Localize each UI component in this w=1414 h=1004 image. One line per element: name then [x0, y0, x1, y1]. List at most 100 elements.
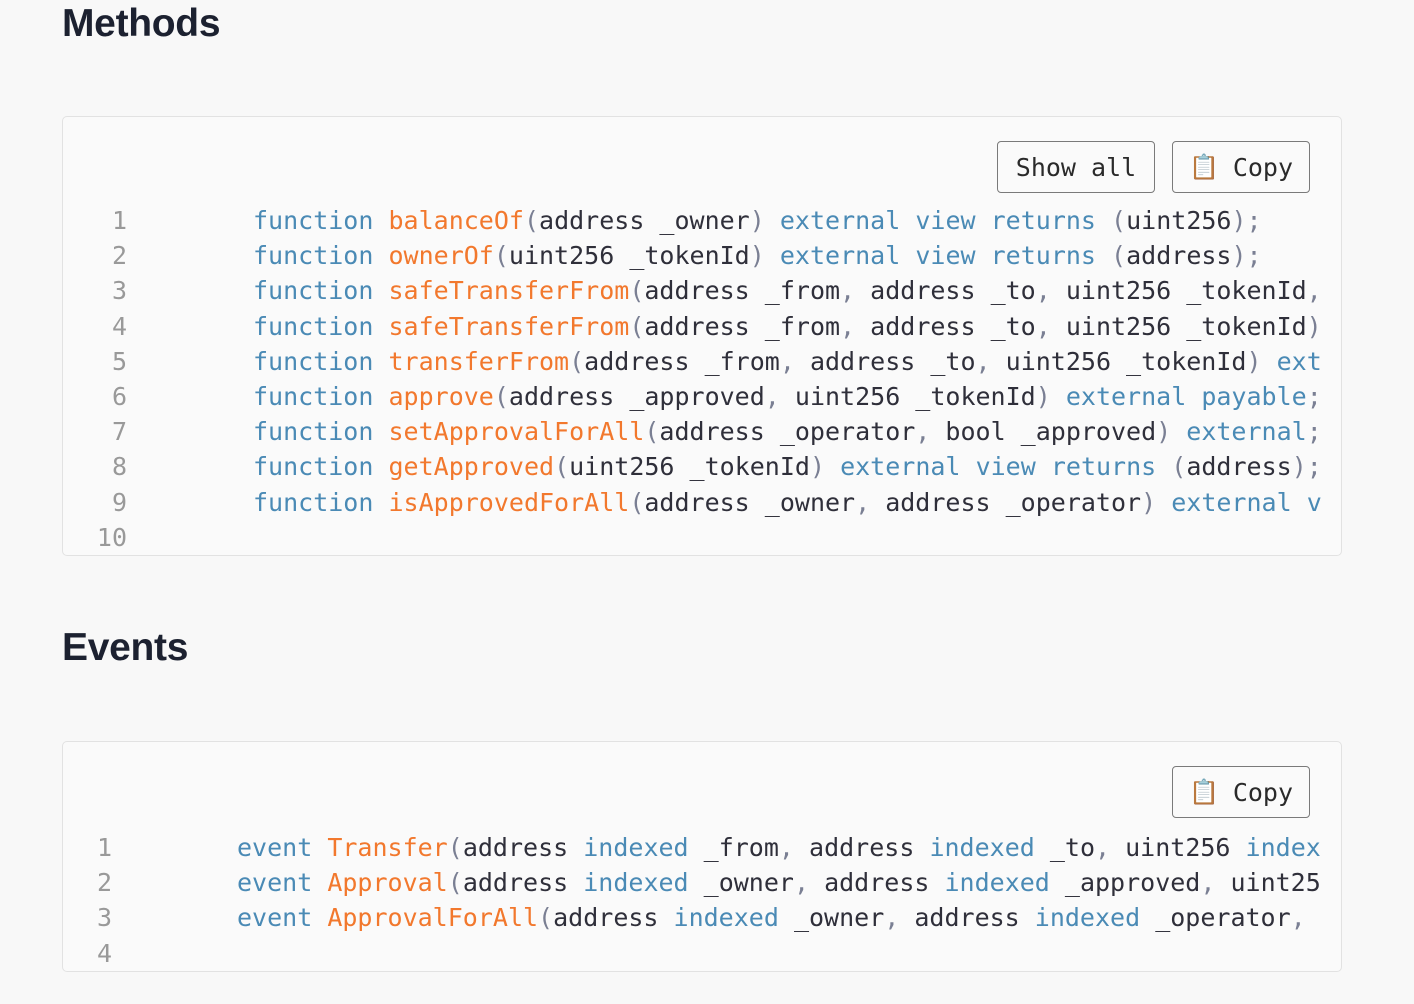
code-token [373, 241, 388, 270]
code-token [765, 206, 780, 235]
keyword-token: indexed [673, 903, 779, 933]
punctuation-token: ( [493, 241, 509, 271]
code-token: address _to [855, 276, 1036, 306]
punctuation-token: ); [1231, 206, 1262, 235]
keyword-token: function [253, 241, 374, 271]
punctuation-token: , [840, 311, 856, 341]
function-name-token: approve [388, 381, 494, 411]
punctuation-token: , [855, 487, 871, 517]
code-token [373, 382, 388, 411]
code-token: uint256 _tokenId [779, 381, 1036, 411]
copy-events-button[interactable]: 📋 Copy [1172, 766, 1310, 818]
punctuation-token: ( [1111, 241, 1127, 271]
punctuation-token: ( [629, 311, 645, 341]
code-token [961, 452, 976, 481]
keyword-token: event [237, 833, 313, 862]
code-token [1051, 382, 1066, 411]
code-token [373, 452, 388, 481]
function-name-token: ownerOf [388, 241, 494, 271]
code-text: function setApprovalForAll(address _oper… [253, 414, 1322, 449]
punctuation-token: ) [1035, 381, 1051, 411]
punctuation-token: ( [569, 346, 585, 376]
code-token: _to [1034, 833, 1096, 862]
keyword-token: function [253, 276, 374, 306]
punctuation-token: ) [809, 452, 826, 482]
code-token: _operator [1140, 903, 1291, 933]
code-token [373, 276, 388, 305]
code-text: function safeTransferFrom(address _from,… [253, 309, 1322, 344]
keyword-token: function [253, 487, 374, 517]
function-name-token: setApprovalForAll [388, 417, 645, 447]
punctuation-token: ) [1141, 487, 1157, 517]
keyword-token: function [253, 346, 374, 376]
punctuation-token: ; [1306, 417, 1322, 447]
code-token: address [809, 868, 945, 898]
function-name-token: balanceOf [388, 206, 524, 235]
code-line: 9 function isApprovedForAll(address _owne… [63, 485, 1341, 520]
code-token: address _to [794, 346, 976, 376]
code-token: uint256 _tokenId [1050, 311, 1307, 341]
code-token [1036, 452, 1051, 481]
punctuation-token: , [884, 903, 900, 933]
line-number: 5 [111, 346, 127, 376]
punctuation-token: ( [447, 833, 463, 862]
code-token: uint256 [1110, 833, 1246, 862]
punctuation-token: ) [1246, 346, 1262, 376]
punctuation-token: , [764, 381, 780, 411]
keyword-token: indexed [1034, 903, 1141, 933]
show-all-button[interactable]: Show all [997, 141, 1155, 193]
keyword-token: indexed [929, 833, 1035, 862]
function-name-token: getApproved [388, 452, 555, 482]
punctuation-token: ); [1291, 452, 1322, 482]
code-token: address _approved [508, 381, 765, 411]
code-token: address _operator [659, 417, 916, 447]
line-number: 2 [96, 868, 112, 898]
copy-methods-button[interactable]: 📋 Copy [1172, 141, 1310, 193]
keyword-token: function [253, 381, 374, 411]
code-token: address _operator [870, 487, 1142, 517]
code-text: function transferFrom(address _from, add… [253, 344, 1322, 379]
punctuation-token: , [1290, 903, 1306, 933]
code-token [373, 417, 388, 446]
line-number: 3 [111, 276, 127, 306]
copy-label: Copy [1232, 152, 1294, 182]
keyword-token: view [915, 241, 976, 271]
keyword-token: indexed [583, 868, 689, 898]
code-token: uint256 [1126, 206, 1232, 235]
keyword-token: returns [990, 206, 1096, 235]
methods-heading: Methods [62, 2, 221, 45]
keyword-token: returns [990, 241, 1096, 271]
code-token [1262, 347, 1277, 376]
code-token: address [899, 903, 1035, 933]
code-text: event Approval(address indexed _owner, a… [237, 865, 1321, 900]
code-token: uint256 _tokenId [569, 452, 810, 482]
line-number: 9 [111, 487, 127, 517]
punctuation-token: , [1035, 311, 1051, 341]
punctuation-token: ; [1306, 381, 1322, 411]
code-text: function isApprovedForAll(address _owner… [253, 485, 1322, 520]
punctuation-token: , [840, 276, 856, 306]
keyword-token: ext [1276, 346, 1322, 376]
punctuation-token: ( [644, 417, 660, 447]
punctuation-token: , [778, 833, 794, 862]
code-token: address _to [855, 311, 1036, 341]
code-token [976, 206, 991, 235]
function-name-token: safeTransferFrom [388, 311, 630, 341]
code-token [1096, 241, 1111, 270]
code-token [312, 903, 327, 932]
code-token [373, 488, 388, 517]
line-number: 4 [96, 938, 112, 968]
code-token [1292, 488, 1307, 517]
punctuation-token: , [1035, 276, 1051, 306]
punctuation-token: , [915, 417, 931, 447]
code-token: address [1126, 241, 1232, 271]
